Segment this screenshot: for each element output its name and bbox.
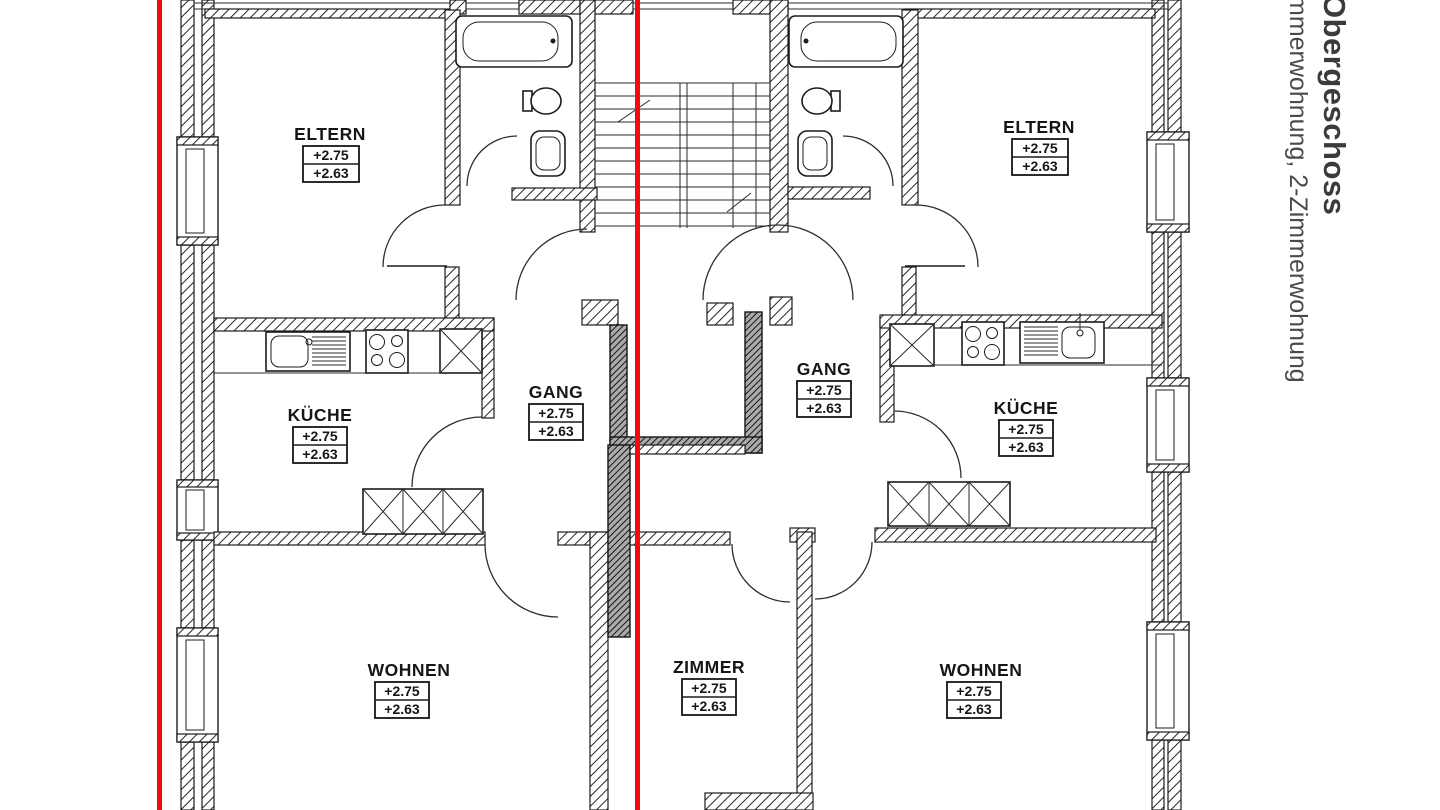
svg-text:+2.75: +2.75 [1022, 140, 1058, 156]
svg-text:+2.63: +2.63 [1008, 439, 1044, 455]
cabinet-row-symbol [887, 481, 1011, 527]
stove-symbol [961, 321, 1005, 366]
svg-text:+2.63: +2.63 [384, 701, 420, 717]
kitchen-left-fixtures [214, 328, 484, 535]
kitchen-right-fixtures [887, 313, 1162, 527]
room-label-eltern-right: ELTERN +2.75 +2.63 [1003, 117, 1075, 176]
bathtub-symbol [788, 15, 904, 68]
cabinet-symbol [439, 328, 483, 374]
stair-well-shaft [607, 311, 763, 638]
svg-text:+2.75: +2.75 [956, 683, 992, 699]
section-marker-line-right [635, 0, 640, 810]
page-title: Obergeschoss [1317, 0, 1352, 216]
svg-text:+2.63: +2.63 [302, 446, 338, 462]
svg-text:KÜCHE: KÜCHE [994, 398, 1059, 418]
cabinet-symbol [889, 323, 935, 367]
room-label-gang-right: GANG +2.75 +2.63 [796, 359, 852, 418]
svg-text:+2.75: +2.75 [384, 683, 420, 699]
svg-text:+2.75: +2.75 [538, 405, 574, 421]
door-arc-eltern-left [382, 204, 446, 268]
bathroom-left-fixtures [455, 15, 573, 177]
window-left-1 [176, 136, 219, 246]
svg-text:KÜCHE: KÜCHE [288, 405, 353, 425]
door-arc-zimmer [731, 543, 791, 603]
toilet-symbol [801, 87, 841, 115]
svg-text:+2.63: +2.63 [956, 701, 992, 717]
svg-text:+2.75: +2.75 [691, 680, 727, 696]
stove-symbol [365, 329, 409, 374]
room-label-wohnen-left: WOHNEN +2.75 +2.63 [368, 660, 451, 719]
window-right-1 [1146, 131, 1190, 233]
svg-text:+2.63: +2.63 [1022, 158, 1058, 174]
svg-text:GANG: GANG [797, 359, 852, 379]
washbasin-symbol [530, 130, 566, 177]
door-arc-bath-left [466, 135, 518, 187]
svg-text:+2.75: +2.75 [313, 147, 349, 163]
window-right-3 [1146, 621, 1190, 741]
window-symbols [176, 131, 1190, 743]
staircase [595, 82, 770, 228]
bathroom-right-fixtures [788, 15, 904, 177]
page-subtitle: mmerwohnung, 2-Zimmerwohnung [1284, 0, 1312, 383]
svg-text:ZIMMER: ZIMMER [673, 657, 745, 677]
door-swing-arcs [382, 135, 979, 618]
window-left-3 [176, 627, 219, 743]
door-arc-kitchen-right [893, 410, 962, 479]
section-marker-line-left [157, 0, 162, 810]
svg-text:WOHNEN: WOHNEN [368, 660, 451, 680]
toilet-symbol [522, 87, 562, 115]
svg-text:+2.63: +2.63 [806, 400, 842, 416]
door-arc-entrance-right [702, 224, 854, 301]
door-arc-wohnen-left [484, 543, 559, 618]
svg-text:+2.75: +2.75 [1008, 421, 1044, 437]
svg-text:+2.63: +2.63 [313, 165, 349, 181]
svg-text:+2.63: +2.63 [538, 423, 574, 439]
window-right-2 [1146, 377, 1190, 473]
room-label-zimmer: ZIMMER +2.75 +2.63 [673, 657, 745, 716]
svg-text:+2.75: +2.75 [302, 428, 338, 444]
kitchen-sink-symbol [1019, 313, 1105, 364]
svg-text:GANG: GANG [529, 382, 584, 402]
room-label-eltern-left: ELTERN +2.75 +2.63 [294, 124, 366, 183]
svg-text:ELTERN: ELTERN [1003, 117, 1075, 137]
svg-text:ELTERN: ELTERN [294, 124, 366, 144]
room-label-wohnen-right: WOHNEN +2.75 +2.63 [940, 660, 1023, 719]
room-label-gang-left: GANG +2.75 +2.63 [528, 382, 584, 441]
room-label-kueche-right: KÜCHE +2.75 +2.63 [994, 398, 1059, 457]
washbasin-symbol [797, 130, 833, 177]
door-arc-bath-right [842, 135, 894, 187]
door-arc-kitchen-left [411, 416, 483, 488]
kitchen-sink-symbol [265, 331, 351, 372]
room-label-kueche-left: KÜCHE +2.75 +2.63 [288, 405, 353, 464]
door-arc-entrance-left [515, 228, 588, 301]
svg-text:+2.75: +2.75 [806, 382, 842, 398]
bathtub-symbol [455, 15, 573, 68]
cabinet-row-symbol [362, 488, 484, 535]
svg-text:WOHNEN: WOHNEN [940, 660, 1023, 680]
door-arc-eltern-right [915, 204, 979, 268]
window-left-2 [176, 479, 219, 541]
svg-text:+2.63: +2.63 [691, 698, 727, 714]
room-labels: ELTERN +2.75 +2.63 ELTERN +2.75 +2.63 GA… [288, 117, 1075, 719]
door-arc-wohnen-right [814, 541, 873, 600]
